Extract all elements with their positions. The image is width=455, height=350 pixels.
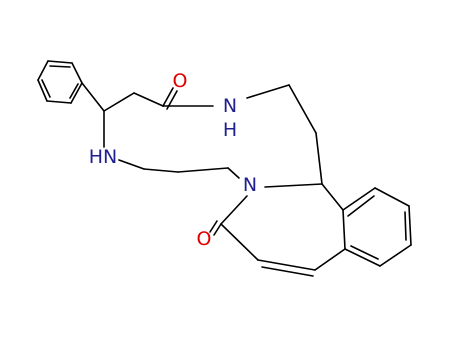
bond-line	[350, 245, 379, 260]
bond-line	[118, 159, 145, 170]
carbonyl-oxygen-bottom-label: O	[197, 228, 212, 250]
bond-line	[344, 248, 381, 267]
bond-line	[220, 223, 259, 261]
bond-line	[220, 195, 248, 225]
bond-line	[209, 220, 218, 233]
bond-line	[177, 167, 229, 173]
bond-line	[41, 79, 51, 98]
amine-nh-label: HN	[89, 146, 118, 168]
bond-lines	[37, 60, 412, 277]
bond-line	[49, 65, 71, 68]
bond-line	[408, 205, 412, 246]
bond-line	[321, 183, 344, 211]
bond-line	[143, 168, 179, 173]
bond-line	[133, 92, 164, 107]
bond-line	[69, 83, 79, 99]
bond-line	[37, 60, 49, 81]
amide-hydrogen-label: H	[223, 119, 237, 141]
bond-line	[347, 195, 375, 217]
bond-line	[246, 84, 290, 99]
bond-line	[379, 244, 412, 267]
bond-line	[71, 62, 83, 84]
bond-line	[342, 187, 376, 211]
lactam-nitrogen-label: N	[243, 174, 257, 196]
bond-line	[314, 248, 346, 271]
bond-line	[315, 132, 323, 185]
carbonyl-oxygen-top-label: O	[173, 70, 188, 92]
bond-line	[213, 223, 222, 236]
bond-line	[162, 87, 174, 107]
bond-line	[46, 100, 72, 104]
amide-nitrogen-label: N	[223, 95, 237, 117]
bond-line	[70, 82, 83, 104]
bond-line	[37, 79, 48, 102]
bond-line	[404, 211, 407, 241]
bond-line	[227, 167, 240, 179]
bond-line	[103, 92, 135, 112]
bond-line	[261, 266, 314, 277]
bond-line	[342, 209, 346, 250]
bond-line	[257, 259, 316, 271]
bond-line	[374, 187, 410, 207]
bond-line	[264, 183, 323, 188]
bond-line	[81, 82, 105, 112]
bond-line	[47, 60, 73, 64]
bond-line	[288, 84, 317, 134]
